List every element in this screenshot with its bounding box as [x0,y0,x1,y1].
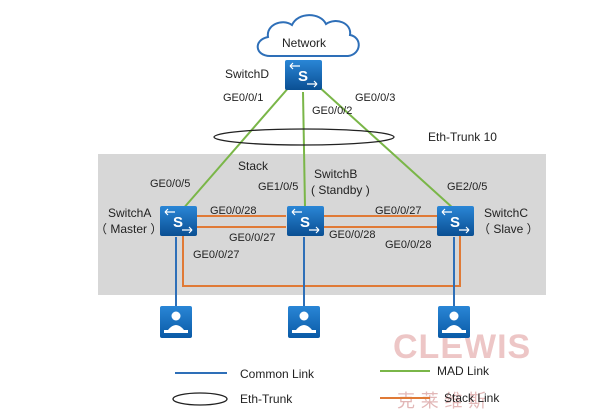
switch-a-glyph: S [173,214,183,231]
switch-c-icon [437,206,474,236]
user-pc-icon [288,306,320,338]
switch-b-glyph: S [300,214,310,231]
user-body [446,325,462,330]
user-head [171,311,181,321]
switch-c-role: （ Slave ） [478,222,539,236]
switch-b-label: SwitchB [314,167,357,181]
mad-links [181,85,455,211]
pc-a [160,306,192,338]
switch-b: S SwitchB ( Standby ) [287,167,370,236]
mad-link-d-a [181,85,291,211]
user-pc-icon [438,306,470,338]
legend-common-label: Common Link [240,367,315,381]
port-label-c-27: GE0/0/27 [375,205,421,217]
user-desk [164,330,188,333]
eth-trunk-ellipse [213,128,395,146]
legend-stack-label: Stack Link [444,391,500,405]
legend-eth-trunk-ellipse [172,392,228,406]
pc-b [288,306,320,338]
switch-d-icon [285,60,322,90]
port-label-d-1: GE0/0/1 [223,92,263,104]
arrow-icon [291,208,320,234]
port-label-b-28: GE0/0/28 [329,229,375,241]
user-body [168,325,184,330]
port-label-a-up: GE0/0/5 [150,178,190,190]
user-desk [292,330,316,333]
switch-b-icon [287,206,324,236]
switch-d: S SwitchD [225,60,322,90]
switch-c-label: SwitchC [484,206,528,220]
port-label-b-27: GE0/0/27 [229,232,275,244]
legend-eth-trunk-label: Eth-Trunk [240,392,293,406]
user-pc-icon [160,306,192,338]
cloud-icon [256,14,360,57]
switch-a-role: （ Master ） [95,222,162,236]
user-head [449,311,459,321]
switch-d-label: SwitchD [225,67,269,81]
eth-trunk-label: Eth-Trunk 10 [428,130,497,144]
switch-c: S SwitchC （ Slave ） [437,206,539,236]
user-head [299,311,309,321]
port-label-a-28: GE0/0/28 [210,205,256,217]
legend: Common Link MAD Link Eth-Trunk Stack Lin… [172,364,500,406]
user-body [296,325,312,330]
port-label-b-up: GE1/0/5 [258,181,298,193]
arrow-icon [289,62,318,88]
switch-a: S SwitchA （ Master ） [95,206,197,236]
switch-a-icon [160,206,197,236]
port-label-c-28: GE0/0/28 [385,239,431,251]
network-cloud: Network [256,14,360,57]
pc-c [438,306,470,338]
arrow-icon [164,208,193,234]
mad-link-d-c [317,85,455,210]
legend-mad-label: MAD Link [437,364,490,378]
switch-d-glyph: S [298,68,308,85]
stack-link-a-c-loop [182,236,461,287]
stack-links [182,215,461,287]
port-label-d-2: GE0/0/2 [312,105,352,117]
port-label-c-up: GE2/0/5 [447,181,487,193]
port-label-d-3: GE0/0/3 [355,92,395,104]
common-links [175,237,455,306]
port-label-a-27: GE0/0/27 [193,249,239,261]
switch-c-glyph: S [450,214,460,231]
mad-link-d-b [302,91,306,208]
watermark-cn: 克 莱 维 斯 [397,391,486,412]
port-labels: GE0/0/1 GE0/0/2 GE0/0/3 GE0/0/5 GE1/0/5 … [150,92,487,261]
arrow-icon [441,208,470,234]
stack-label: Stack [238,159,269,173]
switch-b-role: ( Standby ) [311,183,370,197]
switch-a-label: SwitchA [108,206,151,220]
network-label: Network [282,36,327,50]
user-desk [442,330,466,333]
